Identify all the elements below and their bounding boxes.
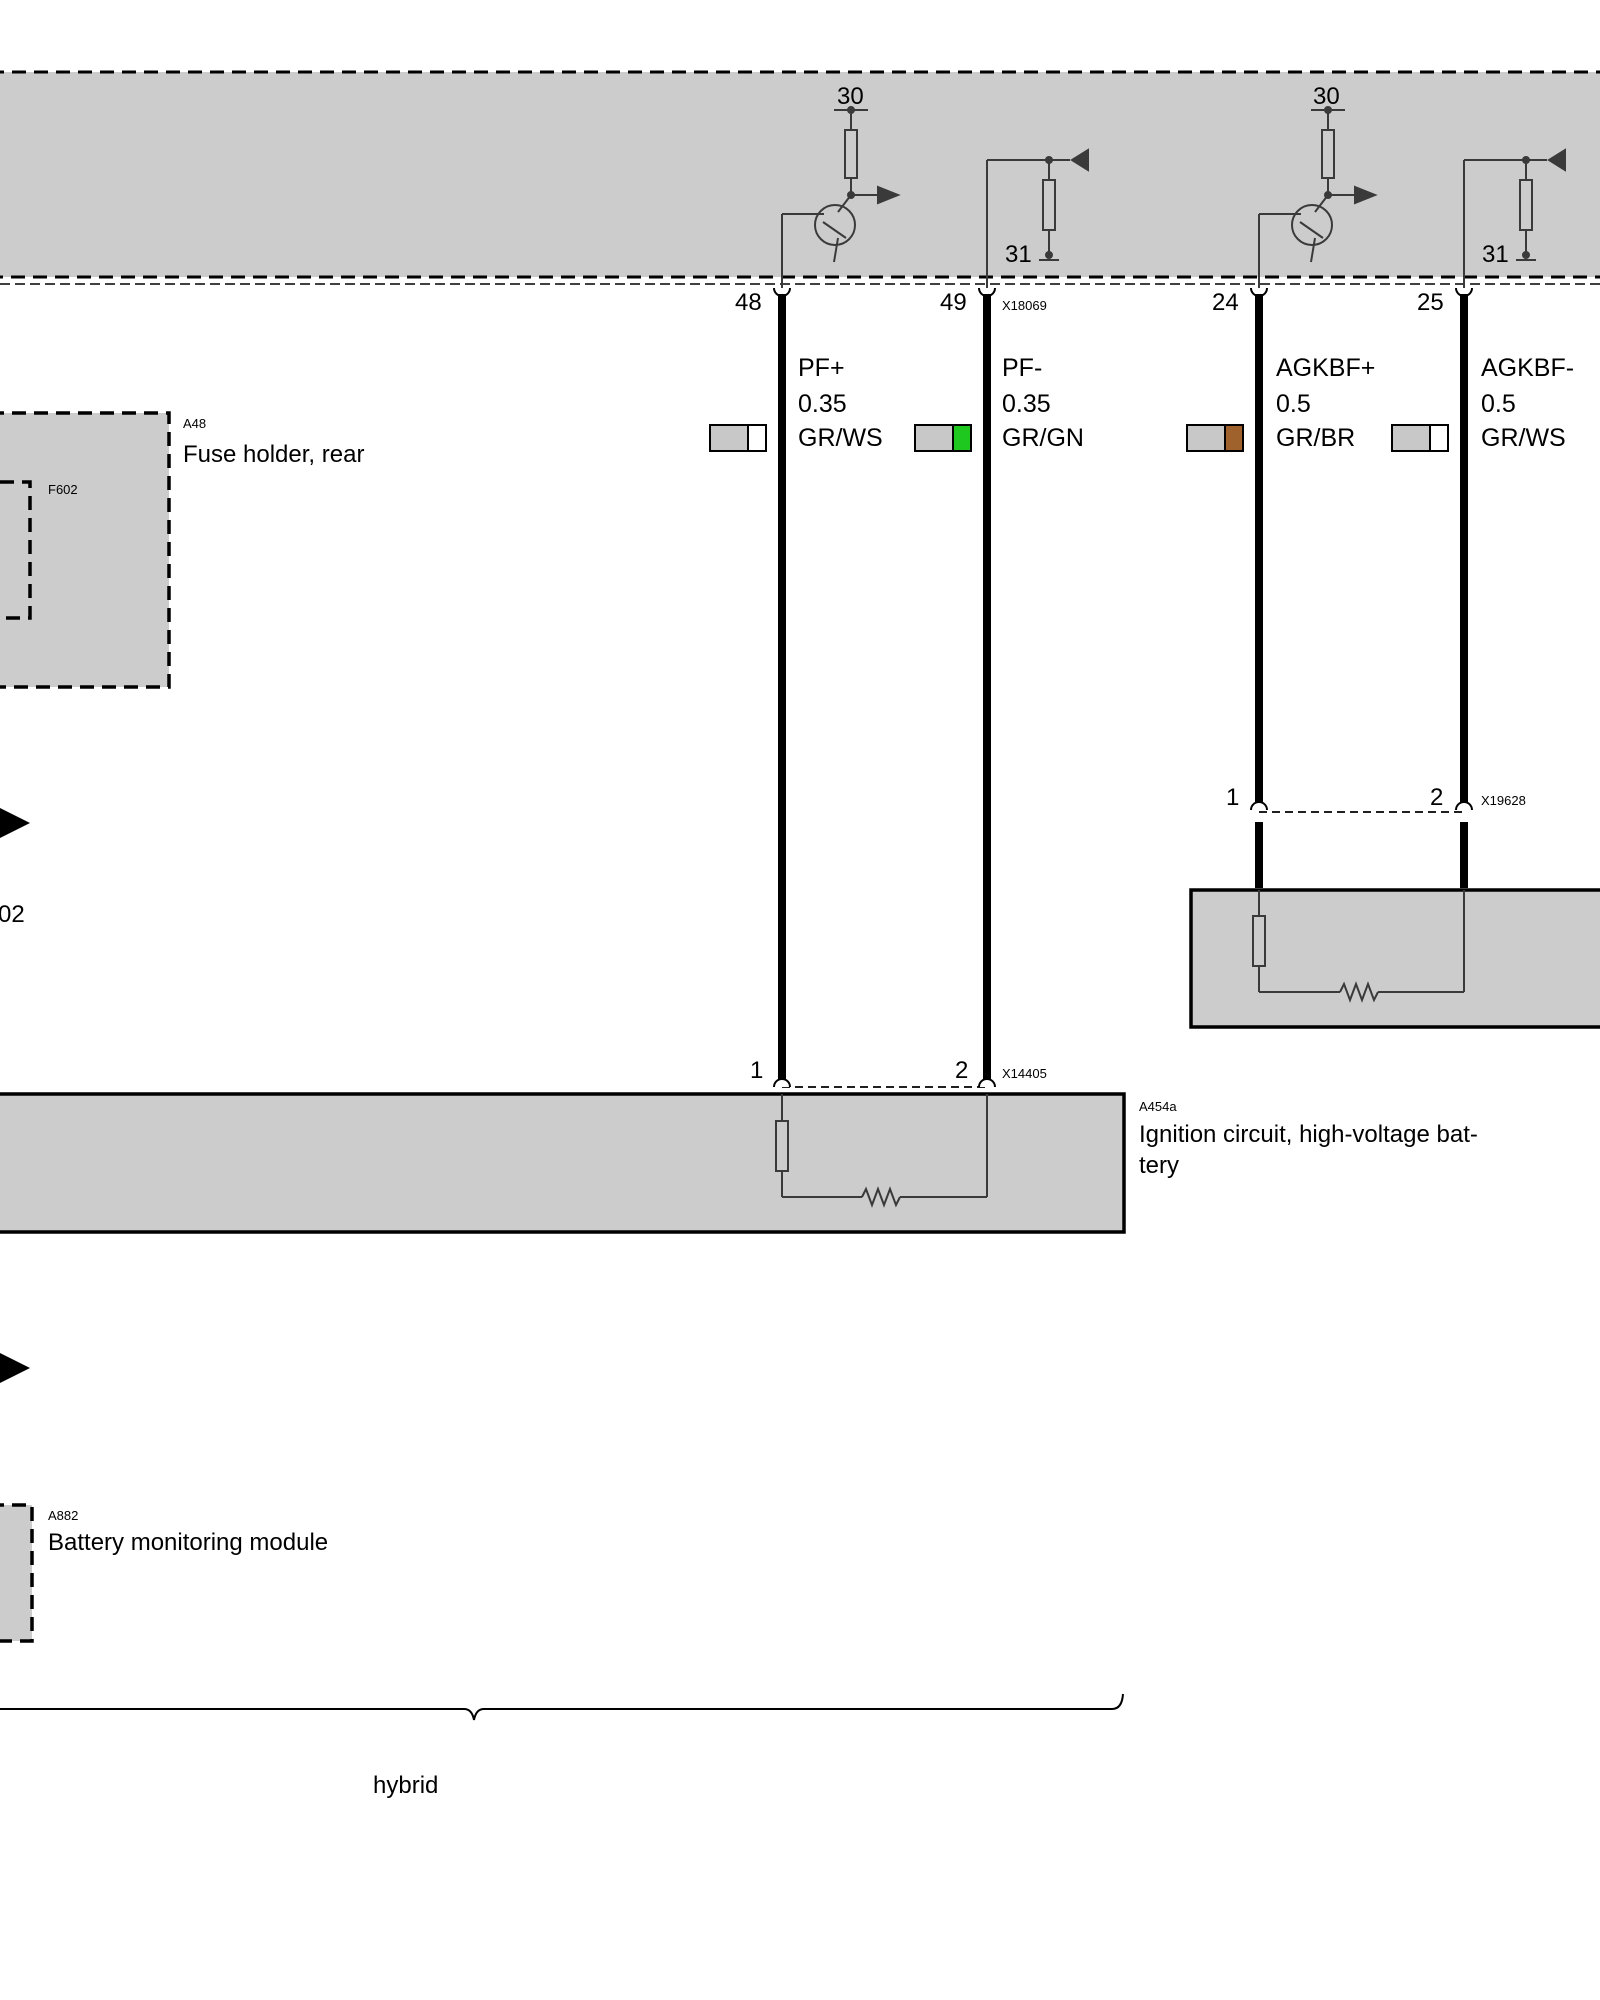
pin-49-label: 49	[940, 289, 967, 316]
ignition-circuit-name-1: Ignition circuit, high-voltage bat-	[1139, 1121, 1478, 1148]
ignition-circuit-id: A454a	[1139, 1099, 1177, 1114]
battery-module-name: Battery monitoring module	[48, 1529, 328, 1556]
arrow-icon-2	[0, 1353, 30, 1383]
terminal-30-label-1: 30	[837, 83, 864, 110]
battery-module-id: A882	[48, 1508, 78, 1523]
ignition-pin-1: 1	[750, 1057, 763, 1084]
squib-component	[1189, 888, 1600, 1029]
fuse-holder-a48: A48 Fuse holder, rear F602	[0, 411, 364, 689]
fuse-holder-id: A48	[183, 416, 206, 431]
wire-3-color: GR/BR	[1276, 424, 1355, 452]
wire-4-size: 0.5	[1481, 390, 1516, 418]
hybrid-label: hybrid	[373, 1772, 438, 1799]
squib-pin-2: 2	[1430, 784, 1443, 811]
left-edge-arrows: 02	[0, 808, 30, 1383]
wire-3-size: 0.5	[1276, 390, 1311, 418]
fuse-id: F602	[48, 482, 78, 497]
left-fragment-text: 02	[0, 901, 25, 928]
wire-2-size: 0.35	[1002, 390, 1051, 418]
transistor-circuit-2	[1258, 106, 1378, 290]
ignition-connector-x14405: 1 2 X14405	[750, 1057, 1047, 1088]
control-unit: 30 30 31 31	[0, 70, 1600, 290]
pin-24-label: 24	[1212, 289, 1239, 316]
wire-4-signal: AGKBF-	[1481, 354, 1574, 382]
wire-labels: PF+ 0.35 GR/WS PF- 0.35 GR/GN AGKBF+ 0.5…	[798, 354, 1574, 452]
wire-color-swatches	[709, 424, 1449, 452]
connector-x18069-label: X18069	[1002, 298, 1047, 313]
wire-1-size: 0.35	[798, 390, 847, 418]
arrow-icon-1	[0, 808, 30, 838]
wire-2-signal: PF-	[1002, 354, 1042, 382]
ignition-circuit-name-2: tery	[1139, 1152, 1179, 1179]
control-unit-pins: 48 49 24 25 X18069	[735, 287, 1473, 316]
terminal-30-label-2: 30	[1313, 83, 1340, 110]
wire-1-signal: PF+	[798, 354, 845, 382]
wire-3-signal: AGKBF+	[1276, 354, 1375, 382]
wire-2-color: GR/GN	[1002, 424, 1084, 452]
ignition-connector-id: X14405	[1002, 1066, 1047, 1081]
wire-1-color: GR/WS	[798, 424, 883, 452]
pulldown-circuit-2	[1463, 148, 1566, 290]
wire-4-color: GR/WS	[1481, 424, 1566, 452]
pulldown-circuit-1	[986, 148, 1089, 290]
terminal-31-label-1: 31	[1005, 241, 1032, 268]
hybrid-brace: hybrid	[0, 1693, 1124, 1799]
terminal-31-label-2: 31	[1482, 241, 1509, 268]
wire-3-swatch	[1186, 424, 1244, 452]
transistor-circuit-1	[781, 106, 901, 290]
pin-25-label: 25	[1417, 289, 1444, 316]
squib-connector-id: X19628	[1481, 793, 1526, 808]
battery-monitoring-module-a882: A882 Battery monitoring module	[0, 1503, 328, 1643]
ignition-circuit-a454a: A454a Ignition circuit, high-voltage bat…	[0, 1092, 1478, 1234]
fuse-holder-name: Fuse holder, rear	[183, 441, 364, 468]
squib-connector-x19628: 1 2 X19628	[1226, 784, 1526, 813]
squib-pin-1: 1	[1226, 784, 1239, 811]
wire-2-swatch	[914, 424, 972, 452]
wires	[778, 294, 1468, 1080]
pin-48-label: 48	[735, 289, 762, 316]
ignition-pin-2: 2	[955, 1057, 968, 1084]
wire-1-swatch	[709, 424, 767, 452]
wire-4-swatch	[1391, 424, 1449, 452]
